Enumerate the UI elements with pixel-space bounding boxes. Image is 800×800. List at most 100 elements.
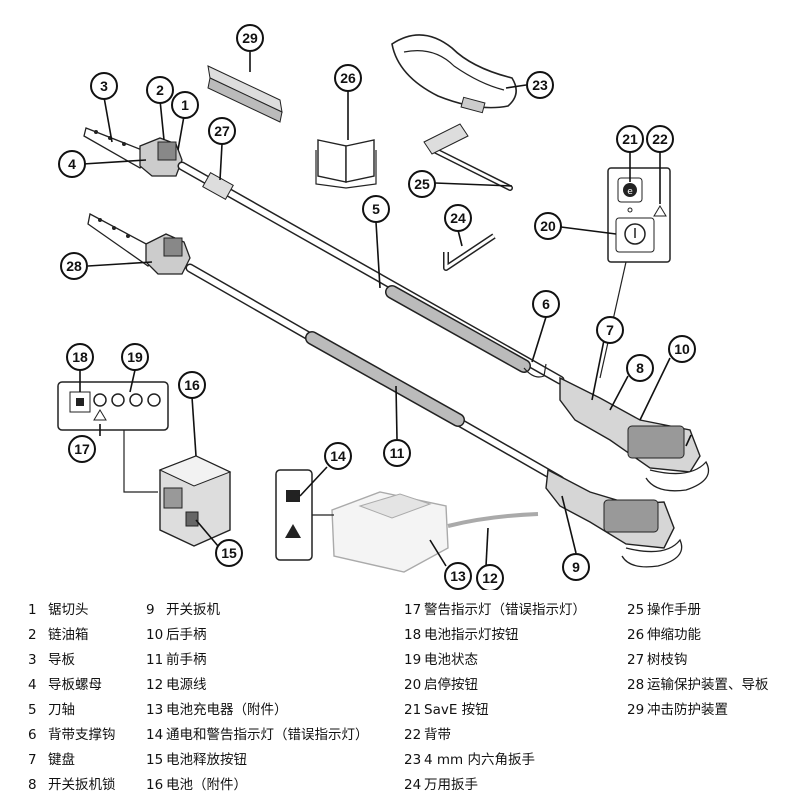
- harness-strap: [391, 34, 517, 114]
- product-diagram: e: [57, 24, 710, 590]
- callout-number: 2: [156, 82, 164, 98]
- callout-27: 27: [208, 117, 236, 145]
- callout-16: 16: [178, 371, 206, 399]
- callout-9: 9: [562, 553, 590, 581]
- battery-charger: [312, 491, 539, 573]
- callout-24: 24: [444, 204, 472, 232]
- callout-number: 14: [330, 448, 346, 464]
- callout-3: 3: [90, 72, 118, 100]
- callout-number: 18: [72, 349, 88, 365]
- callout-number: 13: [450, 568, 466, 584]
- callout-number: 19: [127, 349, 143, 365]
- callout-14: 14: [324, 442, 352, 470]
- callout-17: 17: [68, 435, 96, 463]
- hex-key: [443, 233, 496, 271]
- transport-guard: [207, 65, 283, 123]
- callout-number: 21: [622, 131, 638, 147]
- callout-number: 5: [372, 201, 380, 217]
- callout-number: 29: [242, 30, 258, 46]
- callout-number: 25: [414, 176, 430, 192]
- callout-number: 16: [184, 377, 200, 393]
- callout-number: 23: [532, 77, 548, 93]
- callout-13: 13: [444, 562, 472, 590]
- callout-number: 17: [74, 441, 90, 457]
- callout-20: 20: [534, 212, 562, 240]
- battery-indicator-panel: [57, 381, 169, 493]
- keypad-panel: e: [599, 167, 671, 379]
- universal-wrench: [423, 123, 513, 191]
- lower-pole-saw: [87, 213, 683, 568]
- callout-2: 2: [146, 76, 174, 104]
- svg-text:e: e: [627, 187, 633, 197]
- manual-book: [315, 139, 377, 189]
- callout-number: 10: [674, 341, 690, 357]
- callout-6: 6: [532, 290, 560, 318]
- callout-number: 15: [221, 545, 237, 561]
- callout-18: 18: [66, 343, 94, 371]
- callout-12: 12: [476, 564, 504, 590]
- callout-number: 22: [652, 131, 668, 147]
- leader-lines: [79, 52, 692, 567]
- callout-number: 28: [66, 258, 82, 274]
- callout-number: 6: [542, 296, 550, 312]
- callout-1: 1: [171, 91, 199, 119]
- callout-number: 4: [68, 156, 76, 172]
- callout-19: 19: [121, 343, 149, 371]
- callout-25: 25: [408, 170, 436, 198]
- callout-number: 7: [606, 322, 614, 338]
- callout-4: 4: [58, 150, 86, 178]
- callout-11: 11: [383, 439, 411, 467]
- battery: [158, 455, 232, 547]
- callout-number: 20: [540, 218, 556, 234]
- callout-15: 15: [215, 539, 243, 567]
- callout-8: 8: [626, 354, 654, 382]
- callout-number: 24: [450, 210, 466, 226]
- callout-10: 10: [668, 335, 696, 363]
- callout-number: 3: [100, 78, 108, 94]
- callout-number: 11: [390, 445, 405, 461]
- charger-indicator-panel: [275, 469, 313, 561]
- callout-5: 5: [362, 195, 390, 223]
- callout-number: 8: [636, 360, 644, 376]
- callout-28: 28: [60, 252, 88, 280]
- callout-22: 22: [646, 125, 674, 153]
- callout-21: 21: [616, 125, 644, 153]
- callout-26: 26: [334, 64, 362, 92]
- callout-number: 26: [340, 70, 356, 86]
- callout-29: 29: [236, 24, 264, 52]
- callout-23: 23: [526, 71, 554, 99]
- callout-number: 1: [181, 97, 189, 113]
- callout-number: 12: [482, 570, 498, 586]
- callout-number: 27: [214, 123, 230, 139]
